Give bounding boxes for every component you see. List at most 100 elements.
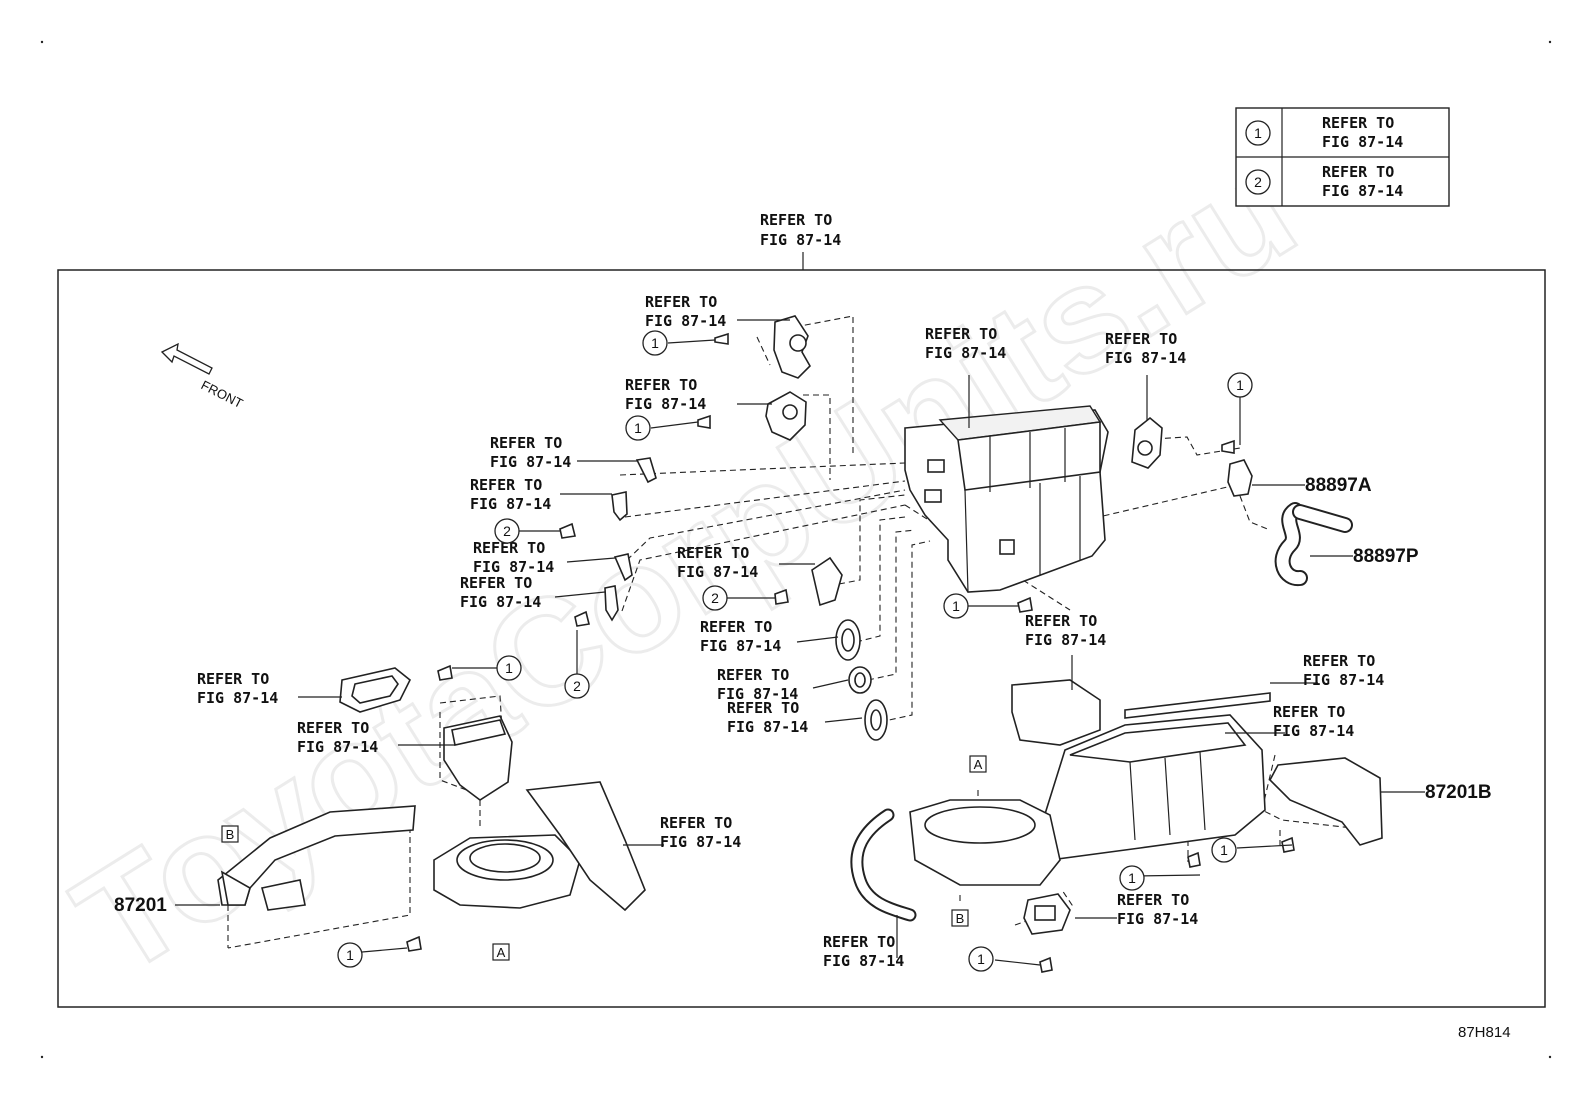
top-ref-line2: FIG 87-14	[760, 231, 841, 249]
callout-1: 1	[642, 330, 668, 356]
ref-label-text: 2	[573, 678, 581, 694]
callouts: 1 1 2 2 2 1 1 1 1 1 1 1	[337, 330, 1253, 972]
pn-87201: 87201	[114, 895, 167, 916]
ref-label-text: REFER TO	[197, 670, 269, 688]
part-87201B-duct	[1269, 757, 1383, 846]
ref-label-text: REFER TO	[1025, 612, 1097, 630]
ref-label-text: FIG 87-14	[925, 344, 1006, 362]
part-88897P-hose	[1274, 502, 1353, 586]
part-88897A-clip	[1227, 459, 1253, 497]
ref-label-text: 2	[711, 590, 719, 606]
callout-2: 2	[702, 585, 728, 611]
legend-text-2a: REFER TO	[1322, 163, 1394, 181]
ref-label-text: FIG 87-14	[645, 312, 726, 330]
front-label: FRONT	[199, 377, 246, 411]
top-reference: REFER TO FIG 87-14	[760, 211, 841, 270]
ref-label-text: FIG 87-14	[700, 637, 781, 655]
legend-symbol-2: 2	[1254, 174, 1262, 190]
section-markers: A B B A	[221, 755, 987, 961]
callout-1: 1	[1227, 372, 1253, 398]
ref-label-text: FIG 87-14	[660, 833, 741, 851]
main-frame	[57, 269, 1546, 1008]
pn-88897P: 88897P	[1353, 546, 1419, 567]
ref-label-text: REFER TO	[625, 376, 697, 394]
legend-row-2: 2 REFER TO FIG 87-14	[1245, 163, 1403, 200]
ref-label-text: 1	[651, 335, 659, 351]
upper-right-duct	[1011, 679, 1101, 746]
gaskets	[835, 619, 888, 741]
ref-label-text: 1	[346, 947, 354, 963]
ref-label-text: FIG 87-14	[1105, 349, 1186, 367]
legend-text-1b: FIG 87-14	[1322, 133, 1403, 151]
ref-label-text: REFER TO	[1303, 652, 1375, 670]
callout-1: 1	[496, 655, 522, 681]
ref-label-text: REFER TO	[727, 699, 799, 717]
marker-B: B	[221, 825, 239, 843]
ref-label-text: 1	[1236, 377, 1244, 393]
damper-servo-right	[1131, 416, 1163, 469]
callout-2: 2	[564, 673, 590, 699]
callout-1: 1	[1211, 837, 1237, 863]
marker-A: A	[969, 755, 987, 773]
part-87201-duct	[217, 805, 416, 911]
ref-label-text: REFER TO	[460, 574, 532, 592]
ref-label-text: B	[226, 827, 235, 842]
top-ref-line1: REFER TO	[760, 211, 832, 229]
ref-label-text: FIG 87-14	[1303, 671, 1384, 689]
ref-label-text: FIG 87-14	[470, 495, 551, 513]
ref-label-text: 1	[1128, 870, 1136, 886]
pn-88897A: 88897A	[1305, 475, 1372, 496]
ref-label-text: 1	[977, 951, 985, 967]
ref-label-text: FIG 87-14	[1117, 910, 1198, 928]
ref-label-text: 1	[952, 598, 960, 614]
legend-table: 1 REFER TO FIG 87-14 2 REFER TO FIG 87-1…	[1235, 107, 1450, 207]
ref-label-text: REFER TO	[490, 434, 562, 452]
callout-1: 1	[968, 946, 994, 972]
ref-label-text: FIG 87-14	[823, 952, 904, 970]
ref-label-text: REFER TO	[717, 666, 789, 684]
left-air-duct	[443, 715, 513, 801]
ref-label-text: 1	[634, 420, 642, 436]
resistor-block	[1023, 893, 1071, 935]
part-number-labels: 88897A 88897P 87201B 87201	[114, 475, 1492, 916]
callout-1: 1	[1119, 865, 1145, 891]
ref-label-text: A	[974, 757, 983, 772]
ref-label-text: REFER TO	[470, 476, 542, 494]
blower-case-left	[433, 781, 646, 912]
heater-unit	[904, 405, 1109, 593]
ref-label-text: REFER TO	[700, 618, 772, 636]
ref-label-text: FIG 87-14	[625, 395, 706, 413]
leader-lines	[175, 319, 1425, 966]
callout-1: 1	[337, 942, 363, 968]
ref-label-text: REFER TO	[1117, 891, 1189, 909]
ref-label-text: FIG 87-14	[460, 593, 541, 611]
damper-servo-middle	[765, 391, 807, 441]
ref-label-text: 1	[1220, 842, 1228, 858]
ref-label-text: FIG 87-14	[1025, 631, 1106, 649]
callout-1: 1	[943, 593, 969, 619]
ref-label-text: FIG 87-14	[677, 563, 758, 581]
ref-label-text: REFER TO	[1105, 330, 1177, 348]
evaporator-case-lower	[1039, 714, 1266, 861]
ref-label-text: FIG 87-14	[473, 558, 554, 576]
callout-1: 1	[625, 415, 651, 441]
corner-marks	[40, 40, 1552, 1059]
ref-label-text: REFER TO	[645, 293, 717, 311]
blower-case-right	[909, 799, 1061, 886]
front-arrow: FRONT	[160, 342, 246, 411]
